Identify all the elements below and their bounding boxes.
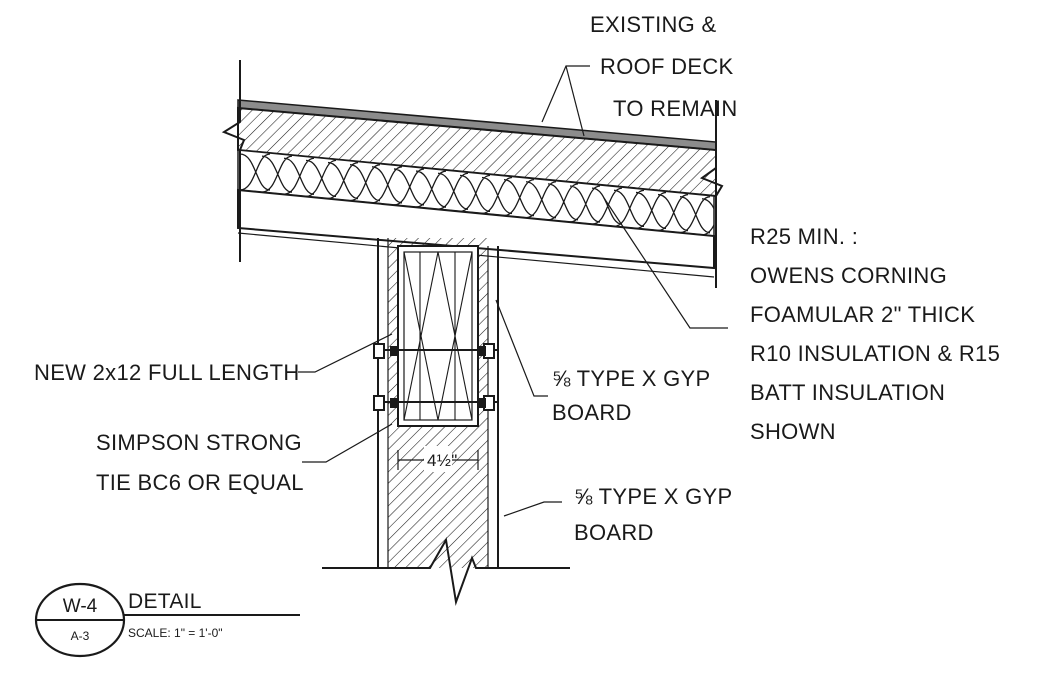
insulation-note-line-5: BATT INSULATION — [750, 380, 945, 405]
detail-scale: SCALE: 1" = 1'-0" — [128, 626, 223, 640]
gyp-lower-note-line-2: BOARD — [574, 520, 654, 545]
detail-id: W-4 — [63, 596, 98, 617]
connector-note-line-2: TIE BC6 OR EQUAL — [96, 470, 304, 495]
wall-assembly — [322, 238, 570, 606]
left-break-line — [221, 60, 246, 262]
insulation-note-line-4: R10 INSULATION & R15 — [750, 341, 1000, 366]
new-2x12-member — [397, 245, 479, 427]
gyp-upper-note-line-2: BOARD — [552, 400, 632, 425]
bottom-break-line — [322, 537, 570, 606]
roof-deck-note-line-2: ROOF DECK — [600, 54, 734, 79]
insulation-note: R25 MIN. : OWENS CORNING FOAMULAR 2" THI… — [750, 224, 1000, 444]
sheet-number: A-3 — [71, 629, 90, 643]
rigid-insulation-layer — [237, 188, 715, 270]
insulation-note-line-1: R25 MIN. : — [750, 224, 858, 249]
dimension-line — [397, 446, 479, 472]
gyp-upper-note-line-1: ⅝ TYPE X GYP — [552, 366, 710, 391]
gyp-upper-note: ⅝ TYPE X GYP BOARD — [552, 366, 710, 425]
batt-insulation-loops — [239, 153, 714, 236]
through-bolts — [373, 343, 498, 411]
batt-loop-path — [239, 153, 714, 236]
connector-note-line-1: SIMPSON STRONG — [96, 430, 302, 455]
roof-deck-note-line-1: EXISTING & — [590, 12, 716, 37]
leader-lines — [298, 65, 728, 517]
roof-assembly — [221, 60, 724, 288]
connector-note: SIMPSON STRONG TIE BC6 OR EQUAL — [96, 430, 304, 495]
insulation-note-line-6: SHOWN — [750, 419, 836, 444]
insulation-note-line-3: FOAMULAR 2" THICK — [750, 302, 975, 327]
gyp-lower-note: ⅝ TYPE X GYP BOARD — [574, 484, 732, 545]
roof-deck-note-line-3: TO REMAIN — [613, 96, 738, 121]
insulation-note-line-2: OWENS CORNING — [750, 263, 947, 288]
roof-deck-note: EXISTING & ROOF DECK TO REMAIN — [590, 12, 738, 121]
title-block: W-4 A-3 DETAIL SCALE: 1" = 1'-0" — [34, 582, 300, 658]
gyp-lower-note-line-1: ⅝ TYPE X GYP — [574, 484, 732, 509]
detail-title: DETAIL — [128, 590, 202, 613]
new-member-note: NEW 2x12 FULL LENGTH — [34, 360, 300, 385]
member-cross-marks — [403, 251, 473, 421]
dimension-label: 4½" — [427, 451, 458, 470]
right-break-line — [699, 100, 724, 288]
